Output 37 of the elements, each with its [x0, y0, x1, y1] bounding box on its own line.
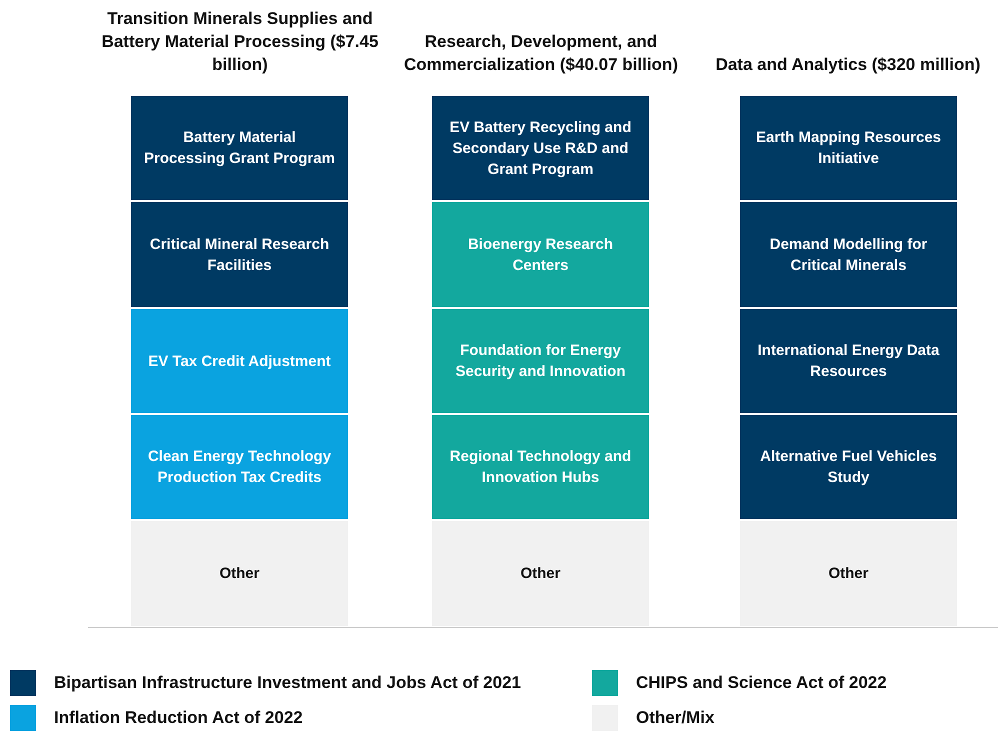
box-label: EV Tax Credit Adjustment — [148, 352, 331, 372]
box-label: Other — [828, 564, 868, 584]
category-box — [131, 96, 348, 200]
legend-label: Inflation Reduction Act of 2022 — [54, 708, 303, 728]
category-box — [432, 96, 649, 200]
category-box — [432, 521, 649, 626]
category-box — [432, 202, 649, 307]
category-box — [131, 521, 348, 626]
category-box — [131, 415, 348, 519]
box-label: Bioenergy Research Centers — [466, 234, 614, 276]
box-label: Earth Mapping Resources Initiative — [754, 128, 942, 169]
box-label: Alternative Fuel Vehicles Study — [759, 447, 938, 488]
category-box — [432, 309, 649, 413]
category-box — [740, 309, 957, 413]
category-box — [131, 202, 348, 307]
category-box — [740, 521, 957, 626]
box-label: Regional Technology and Innovation Hubs — [448, 447, 632, 488]
legend-label: Other/Mix — [636, 708, 714, 728]
box-label: Battery Material Processing Grant Program — [143, 128, 336, 169]
box-label: Other — [520, 564, 560, 584]
box-label: Demand Modelling for Critical Minerals — [768, 234, 928, 276]
box-label: Clean Energy Technology Production Tax Credits — [146, 447, 332, 488]
category-box — [131, 309, 348, 413]
category-box — [740, 415, 957, 519]
legend-label: Bipartisan Infrastructure Investment and Jobs Act of 2021 — [54, 673, 521, 693]
column-heading: Data and Analytics ($320 million) — [714, 54, 982, 76]
category-box — [432, 415, 649, 519]
column-heading: Transition Minerals Supplies and Battery Material Processing ($7.45 billion) — [100, 8, 380, 76]
category-box — [740, 96, 957, 200]
category-box — [740, 202, 957, 307]
box-label: Critical Mineral Research Facilities — [148, 234, 330, 276]
box-label: Foundation for Energy Security and Innovation — [454, 341, 627, 382]
box-label: Other — [219, 564, 260, 584]
column-heading: Research, Development, and Commercialization ($40.07 billion) — [403, 31, 679, 76]
legend-label: CHIPS and Science Act of 2022 — [636, 673, 887, 693]
box-label: International Energy Data Resources — [756, 341, 940, 382]
box-label: EV Battery Recycling and Secondary Use R&D and Grant Program — [448, 118, 632, 180]
